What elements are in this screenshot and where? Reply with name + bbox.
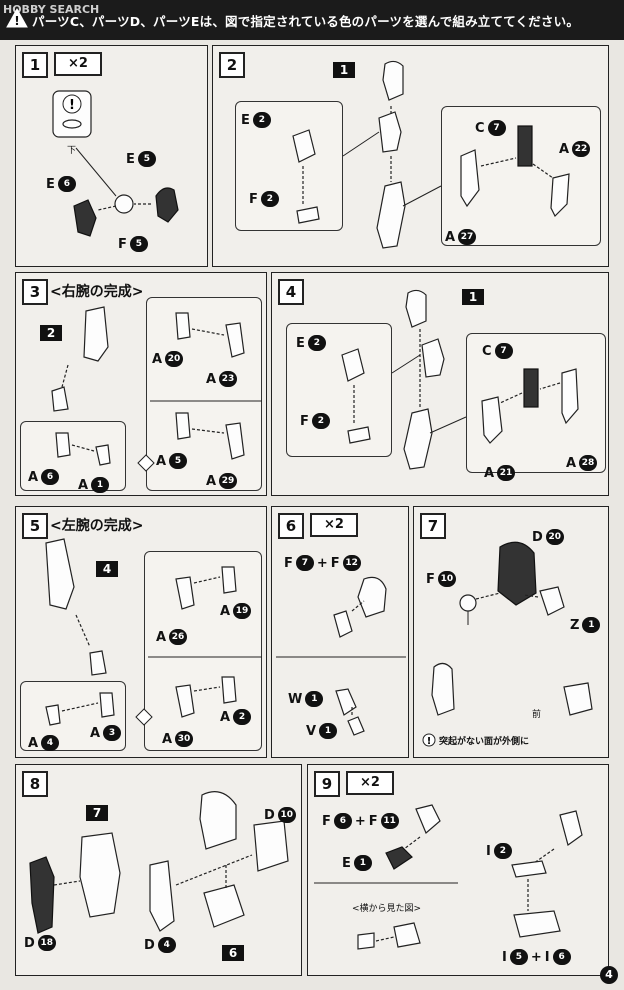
quantity-badge: ×2 <box>346 771 394 795</box>
caution-note: ! 突起がない面が外側に <box>422 733 529 747</box>
subassembly-tag: 1 <box>333 62 355 78</box>
step-number: 7 <box>420 513 446 539</box>
quantity-badge: ×2 <box>54 52 102 76</box>
step-number: 5 <box>22 513 48 539</box>
upper-arm-diagram <box>292 60 570 249</box>
step-number: 8 <box>22 771 48 797</box>
svg-text:!: ! <box>14 14 19 28</box>
front-label: 前 <box>532 710 542 720</box>
step-number: 1 <box>22 52 48 78</box>
torso-diagram <box>29 791 289 934</box>
warning-icon: ! <box>6 7 28 28</box>
side-armor-diagram <box>314 804 583 950</box>
page-number: 4 <box>600 966 618 984</box>
svg-text:!: ! <box>427 736 432 747</box>
step-number: 2 <box>219 52 245 78</box>
shoulder-guard-diagram <box>276 576 406 736</box>
subassembly-tag: 4 <box>96 561 118 577</box>
subassembly-tag: 6 <box>222 945 244 961</box>
side-view-caption: <横から見た図> <box>352 904 422 914</box>
parts-subbox-left <box>286 323 392 457</box>
step-number: 4 <box>278 279 304 305</box>
subassembly-tag: 7 <box>86 805 108 821</box>
step-number: 6 <box>278 513 304 539</box>
arm-joint-diagram <box>73 147 179 237</box>
left-arm-diagram <box>45 538 262 726</box>
arrow-label: 下 <box>67 146 77 156</box>
chest-block-diagram <box>431 541 593 716</box>
watermark: HOBBY SEARCH <box>3 3 100 16</box>
header-text: パーツC、パーツD、パーツEは、図で指定されている色のパーツを選んで組み立ててく… <box>32 14 580 29</box>
subassembly-tag: 1 <box>462 289 484 305</box>
step-number: 3 <box>22 279 48 305</box>
caution-icon: ! <box>52 90 92 138</box>
quantity-badge: ×2 <box>310 513 358 537</box>
hand-subbox <box>146 297 262 491</box>
subassembly-tag: 2 <box>40 325 62 341</box>
caution-icon: ! <box>422 733 436 747</box>
step-title: <左腕の完成> <box>50 518 144 534</box>
svg-text:!: ! <box>69 98 75 113</box>
step-number: 9 <box>314 771 340 797</box>
right-arm-diagram <box>51 306 262 472</box>
upper-arm-diagram <box>341 289 579 470</box>
header-banner: HOBBY SEARCH ! パーツC、パーツD、パーツEは、図で指定されている… <box>0 0 624 40</box>
step-title: <右腕の完成> <box>50 284 144 300</box>
